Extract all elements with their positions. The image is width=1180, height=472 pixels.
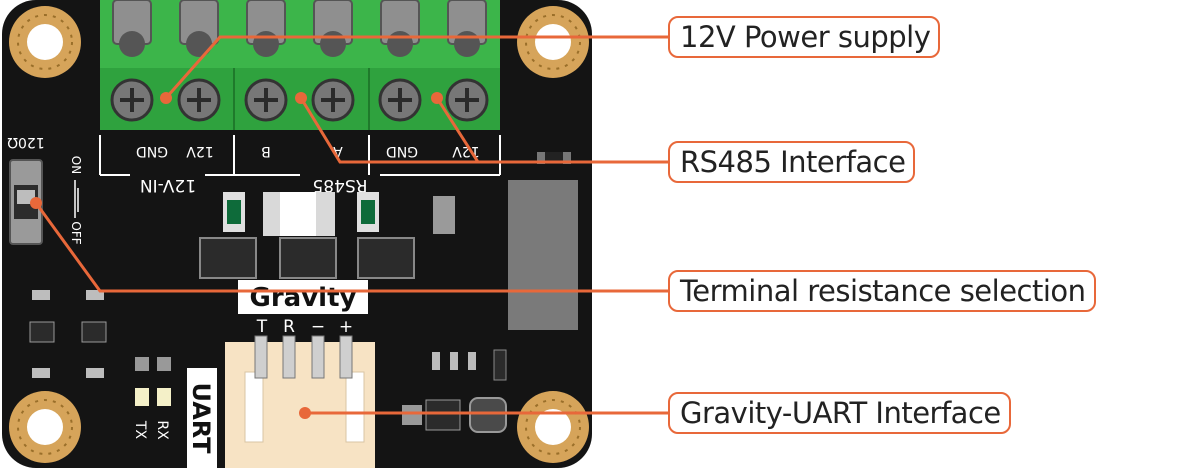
uart-logo-background bbox=[187, 368, 217, 468]
group-label-rs485: RS485 bbox=[312, 175, 367, 195]
smd-components-middle bbox=[199, 192, 455, 279]
callout-label: Terminal resistance selection bbox=[680, 274, 1086, 308]
callout-line-rs485 bbox=[299, 97, 668, 164]
uart-pin-label-t: T bbox=[256, 317, 268, 337]
terminal-label-gnd-in: GND bbox=[136, 143, 168, 159]
group-label-12v-in: 12V-IN bbox=[140, 175, 196, 195]
terminal-block bbox=[100, 0, 500, 130]
switch-label-120-ohm: 120Ω bbox=[7, 134, 45, 150]
uart-pin-label-r: R bbox=[283, 317, 295, 337]
terminal-screws bbox=[110, 78, 489, 122]
uart-pin-label-plus: + bbox=[339, 317, 353, 337]
uart-logo: UART bbox=[187, 382, 215, 454]
callout-line-power bbox=[164, 35, 668, 99]
callout-gravity-uart-interface: Gravity-UART Interface bbox=[668, 392, 1011, 434]
callout-label: 12V Power supply bbox=[680, 20, 931, 54]
callout-rs485-interface: RS485 Interface bbox=[668, 141, 916, 183]
terminal-label-12v-in: 12V bbox=[186, 143, 214, 159]
gravity-uart-connector bbox=[225, 335, 375, 468]
callout-dots bbox=[30, 92, 443, 419]
mounting-hole-bottom-right bbox=[517, 391, 589, 463]
switch-arrow bbox=[74, 180, 79, 218]
terminal-label-b: B bbox=[261, 143, 271, 159]
callout-terminal-resistance-selection: Terminal resistance selection bbox=[668, 270, 1096, 312]
terminal-silkscreen bbox=[99, 135, 501, 176]
gravity-logo-background bbox=[238, 280, 368, 314]
status-leds bbox=[135, 357, 171, 406]
gravity-logo: Gravity bbox=[250, 283, 357, 313]
callout-12v-power-supply: 12V Power supply bbox=[668, 16, 941, 58]
uart-pin-label-minus: − bbox=[311, 317, 325, 337]
callout-line-rs485-branch bbox=[435, 97, 480, 163]
callout-lines bbox=[34, 35, 668, 415]
terminal-label-gnd-485: GND bbox=[386, 143, 418, 159]
terminal-resistor-switch bbox=[9, 159, 43, 245]
smd-transistors-left bbox=[29, 290, 107, 378]
inductor-block bbox=[508, 180, 578, 330]
switch-label-on: ON bbox=[69, 156, 83, 174]
led-label-rx: RX bbox=[154, 420, 170, 440]
callout-line-switch bbox=[34, 202, 668, 293]
mounting-hole-bottom-left bbox=[9, 391, 81, 463]
smd-components-bottom-right bbox=[402, 349, 507, 433]
switch-label-off: OFF bbox=[69, 221, 83, 244]
mounting-hole-top-right bbox=[517, 6, 589, 78]
callout-label: Gravity-UART Interface bbox=[680, 396, 1001, 430]
callout-label: RS485 Interface bbox=[680, 145, 906, 179]
mounting-hole-top-left bbox=[9, 6, 81, 78]
terminal-label-a: A bbox=[333, 143, 343, 159]
led-label-tx: TX bbox=[132, 420, 148, 440]
